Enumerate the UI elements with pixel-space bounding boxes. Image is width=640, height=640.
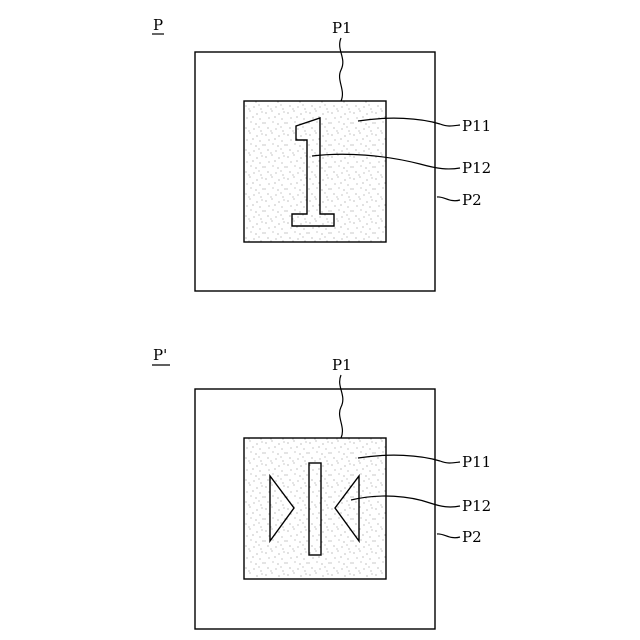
- leader-p2: [437, 534, 460, 538]
- label-p2: P2: [462, 191, 482, 209]
- label-p12: P12: [462, 159, 491, 177]
- label-p1: P1: [332, 356, 352, 374]
- label-p11: P11: [462, 117, 491, 135]
- label-p1: P1: [332, 19, 352, 37]
- figure-p-prime: P' P1 P11 P12 P2: [152, 346, 491, 629]
- leader-p1: [340, 375, 343, 438]
- figure-title: P': [153, 346, 167, 364]
- leader-p1: [340, 38, 343, 101]
- figure-title: P: [153, 16, 163, 34]
- label-p11: P11: [462, 453, 491, 471]
- leader-p2: [437, 197, 460, 201]
- figure-p: P P1 P11 P12 P2: [152, 16, 491, 291]
- inner-region-p11: [244, 438, 386, 579]
- label-p2: P2: [462, 528, 482, 546]
- label-p12: P12: [462, 497, 491, 515]
- inner-region-p11: [244, 101, 386, 242]
